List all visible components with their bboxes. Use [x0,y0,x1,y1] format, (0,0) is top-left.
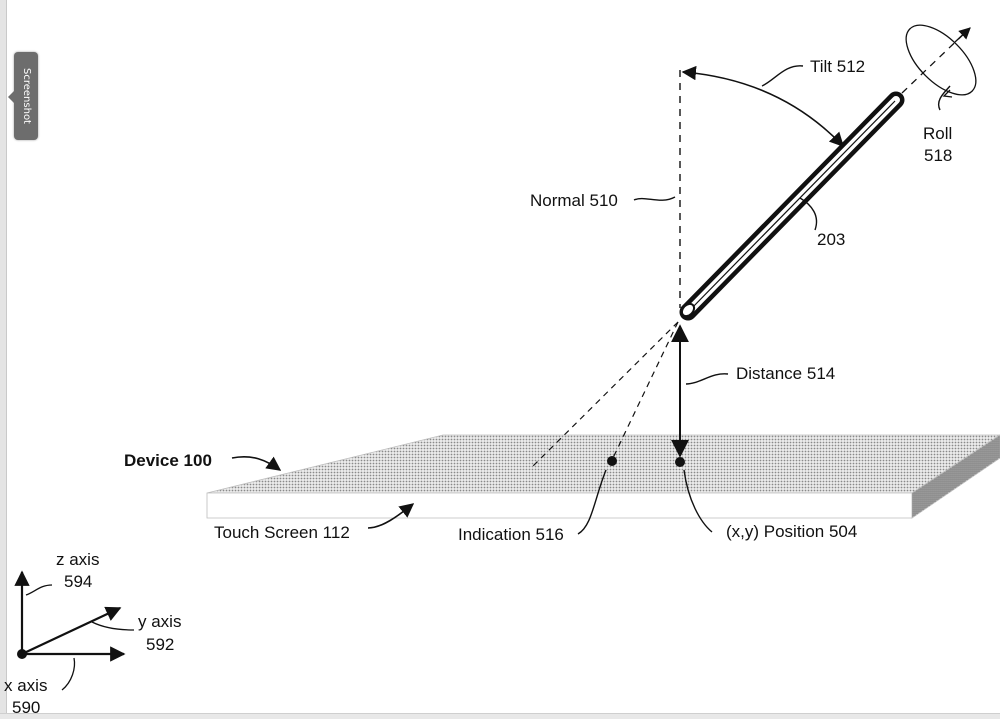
touch-screen-leader [367,503,415,529]
position-label: (x,y) Position 504 [726,522,857,541]
tilt-arc [681,65,844,148]
roll-axis-arrow [954,27,971,43]
indication-leader [577,469,607,535]
distance-leader [685,373,729,385]
roll-direction-arrow [942,89,953,98]
tilt-label: Tilt 512 [810,57,865,76]
window-left-edge [0,0,7,719]
touch-screen-label: Touch Screen 112 [214,523,350,542]
z-axis-label-line1: z axis [56,550,99,569]
projection-line-left [532,321,679,467]
stylus-leader [799,197,818,231]
stylus [679,91,905,321]
x-axis-leader [61,657,76,691]
roll-ellipse [905,24,977,96]
y-axis-label-line1: y axis [138,612,181,631]
normal-leader [633,196,676,201]
position-point [675,457,685,467]
touch-screen-surface [206,434,1000,494]
z-axis-label-line2: 594 [64,572,92,591]
indication-label: Indication 516 [458,525,564,544]
device-label: Device 100 [124,451,212,470]
distance-label: Distance 514 [736,364,835,383]
device-leader [231,455,282,471]
x-axis-label-line2: 590 [12,698,40,717]
z-axis-leader [25,584,53,596]
y-axis-leader [91,621,135,631]
normal-label: Normal 510 [530,191,618,210]
y-axis-arrow [21,606,122,655]
axes-origin [17,649,27,659]
roll-label-line2: 518 [924,146,952,165]
window-bottom-edge [0,713,1000,719]
screenshot-tab-button[interactable]: Screenshot [8,52,38,140]
stylus-label: 203 [817,230,845,249]
x-axis-label-line1: x axis [4,676,47,695]
indication-point [607,456,617,466]
projection-line-indication [611,321,679,461]
device-slab [206,434,1000,519]
y-axis-label-line2: 592 [146,635,174,654]
roll-label-line1: Roll [923,124,952,143]
coordinate-axes [14,570,135,691]
roll-leader [938,85,951,111]
position-leader [683,469,713,533]
tilt-leader [761,65,804,87]
device-front-edge [206,492,913,519]
